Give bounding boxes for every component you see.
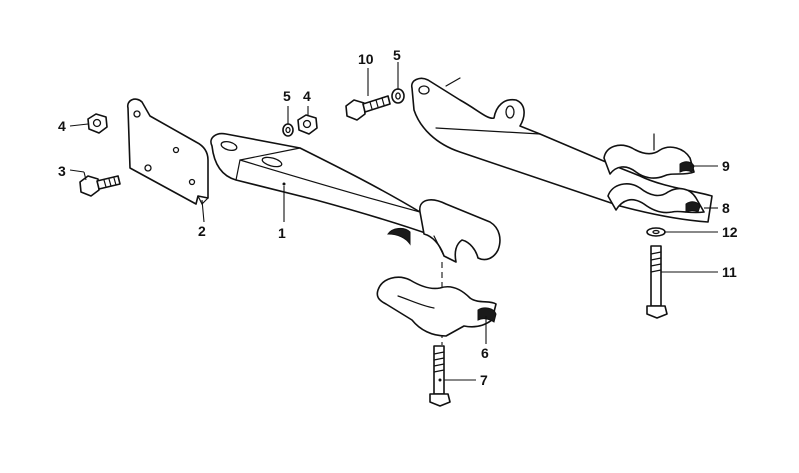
washer-part-5-top: [391, 88, 405, 104]
bolt-part-7: [429, 345, 451, 407]
mounting-plate-part-2: [126, 98, 209, 206]
bolt-part-11: [646, 245, 668, 319]
callout-12: 12: [722, 224, 738, 240]
bolt-part-3: [79, 175, 121, 197]
washer-part-12: [646, 227, 666, 237]
upper-clamp-part-9: [603, 133, 695, 179]
callout-5-mid: 5: [283, 88, 291, 104]
washer-part-5-mid: [282, 123, 294, 137]
callout-2: 2: [198, 223, 206, 239]
callout-4-left: 4: [58, 118, 66, 134]
callout-10: 10: [358, 51, 374, 67]
bolt-part-10: [345, 95, 391, 121]
arm-bracket-part-1: [210, 132, 501, 263]
callout-labels: 1 2 3 4 4 5 5 6 7 8 9 10 11 12: [58, 47, 738, 388]
nut-part-4-mid: [297, 114, 318, 135]
lower-clamp-part-6: [376, 276, 497, 337]
nut-part-4-left: [87, 113, 108, 134]
leader-lines: [69, 62, 718, 381]
callout-7: 7: [480, 372, 488, 388]
callout-3: 3: [58, 163, 66, 179]
callout-4-mid: 4: [303, 88, 311, 104]
callout-9: 9: [722, 158, 730, 174]
callout-5-top: 5: [393, 47, 401, 63]
callout-8: 8: [722, 200, 730, 216]
callout-1: 1: [278, 225, 286, 241]
callout-6: 6: [481, 345, 489, 361]
callout-11: 11: [722, 264, 737, 280]
right-bracket-part-8: [410, 77, 713, 223]
